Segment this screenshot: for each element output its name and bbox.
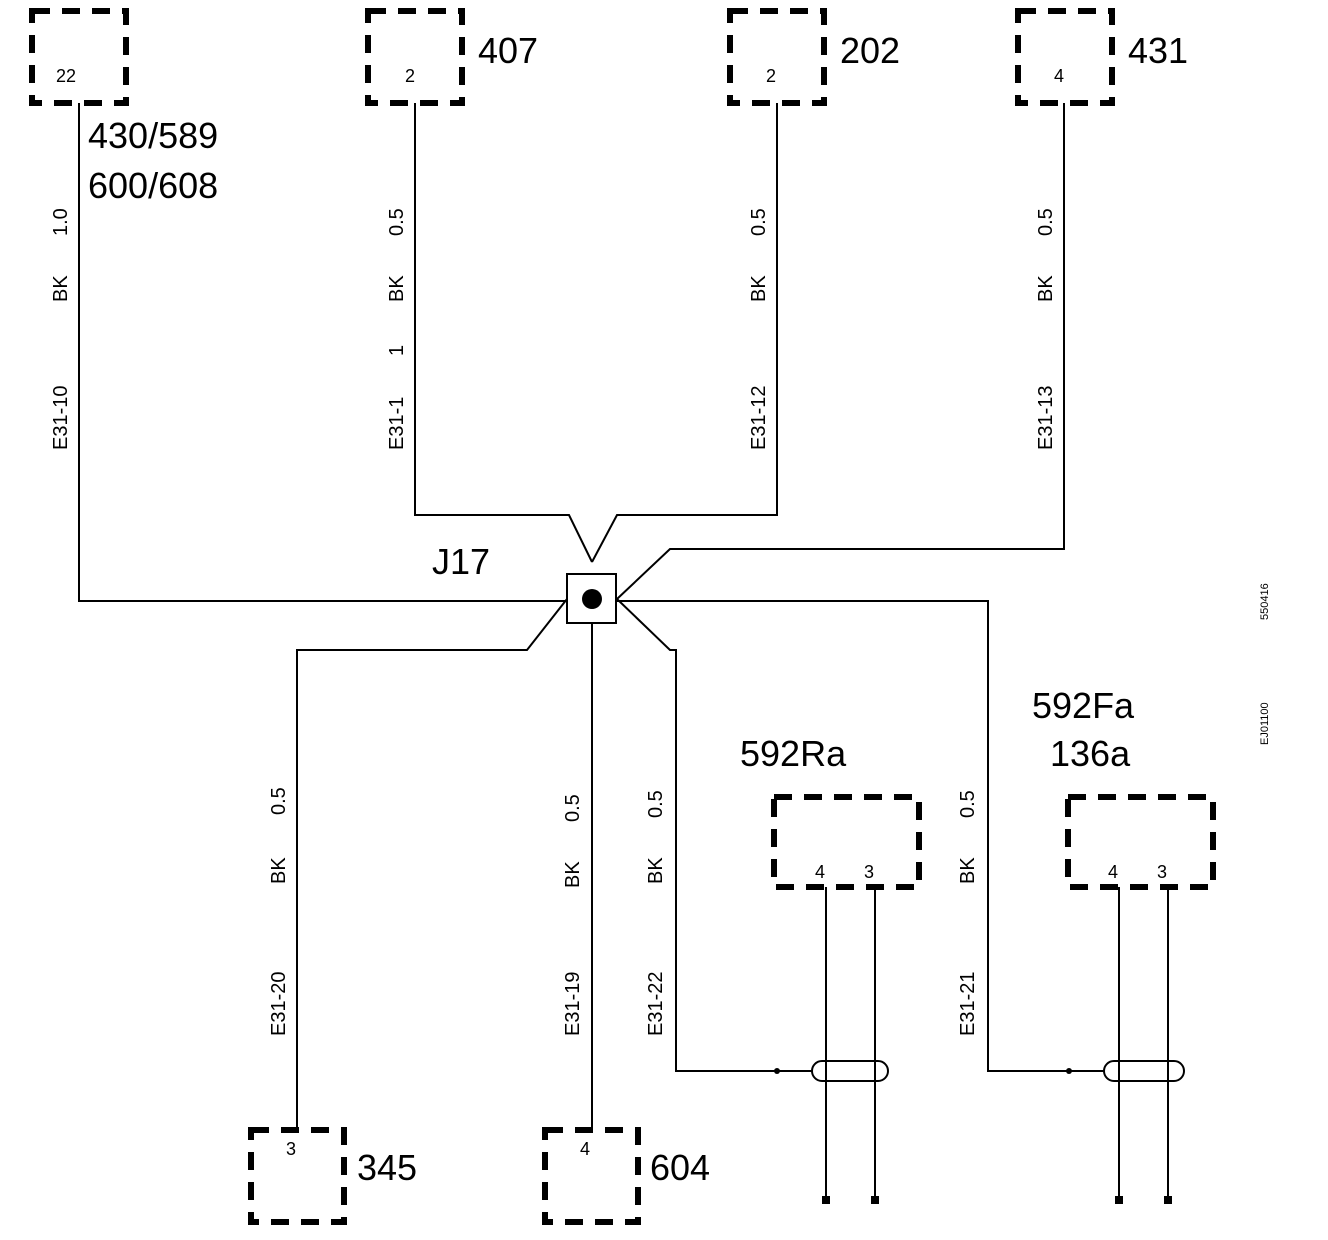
terminal-end [1164,1196,1172,1204]
pin-431: 4 [1054,66,1064,86]
pin-430: 22 [56,66,76,86]
wire-size-E31-19: 0.5 [562,794,584,822]
terminal-end [822,1196,830,1204]
wire-E31-12 [591,103,778,563]
label-604: 604 [650,1147,710,1188]
wire-E31-21 [592,600,1104,1072]
wire-color-E31-13: BK [1035,275,1057,302]
connector-407-box [365,8,465,106]
label-592Fa-line1: 592Fa [1032,685,1135,726]
wire-color-E31-21: BK [957,857,979,884]
wire-size-E31-10: 1.0 [50,208,72,236]
pin-604: 4 [580,1139,590,1159]
connector-345-box [248,1127,347,1225]
connector-430-box [29,8,129,106]
wire-E31-20 [296,598,568,1130]
side-code-1: 550416 [1259,583,1271,620]
label-430-line2: 600/608 [88,165,218,206]
pin-202: 2 [766,66,776,86]
wire-E31-1 [414,103,593,563]
wire-id-E31-12: E31-12 [748,386,770,451]
shield-dot-592Ra [774,1068,780,1074]
pin-592Ra-a: 4 [815,862,825,882]
wire-id-E31-1: E31-1 [386,397,408,450]
wire-id-E31-22: E31-22 [645,972,667,1037]
label-junction-J17: J17 [432,541,490,582]
wire-id-E31-13: E31-13 [1035,386,1057,451]
pin-592Fa-b: 3 [1157,862,1167,882]
connector-202-box [727,8,827,106]
label-592Fa-line2: 136a [1050,733,1131,774]
wire-id-E31-20: E31-20 [268,972,290,1037]
pin-592Fa-a: 4 [1108,862,1118,882]
wire-id-E31-19: E31-19 [562,972,584,1037]
label-592Ra: 592Ra [740,733,847,774]
wire-color-E31-10: BK [50,275,72,302]
terminal-end [1115,1196,1123,1204]
pin-592Ra-b: 3 [864,862,874,882]
label-431: 431 [1128,30,1188,71]
wire-id-E31-21: E31-21 [957,972,979,1037]
pin-407: 2 [405,66,415,86]
wire-id-E31-10: E31-10 [50,386,72,451]
wire-extra-E31-1: 1 [386,345,408,356]
shield-592Fa [1103,1060,1185,1082]
label-430-line1: 430/589 [88,115,218,156]
wire-color-E31-20: BK [268,857,290,884]
wire-size-E31-22: 0.5 [645,790,667,818]
wire-E31-13 [616,103,1065,600]
wire-E31-10 [78,103,592,602]
terminal-end [871,1196,879,1204]
connector-431-box [1015,8,1115,106]
junction-J17-node [582,589,602,609]
wire-color-E31-22: BK [645,857,667,884]
wire-E31-22 [616,598,812,1072]
wire-size-E31-21: 0.5 [957,790,979,818]
connector-592Ra-box [771,794,922,890]
wire-color-E31-1: BK [386,275,408,302]
connector-604-box [542,1127,641,1225]
shield-592Ra [811,1060,889,1082]
wire-size-E31-13: 0.5 [1035,208,1057,236]
label-345: 345 [357,1147,417,1188]
label-202: 202 [840,30,900,71]
wire-size-E31-1: 0.5 [386,208,408,236]
shield-dot-592Fa [1066,1068,1072,1074]
wire-color-E31-19: BK [562,861,584,888]
side-code-2: EJ01100 [1259,702,1271,745]
wire-color-E31-12: BK [748,275,770,302]
label-407: 407 [478,30,538,71]
pin-345: 3 [286,1139,296,1159]
connector-592Fa-box [1065,794,1216,890]
wire-size-E31-12: 0.5 [748,208,770,236]
wire-size-E31-20: 0.5 [268,787,290,815]
